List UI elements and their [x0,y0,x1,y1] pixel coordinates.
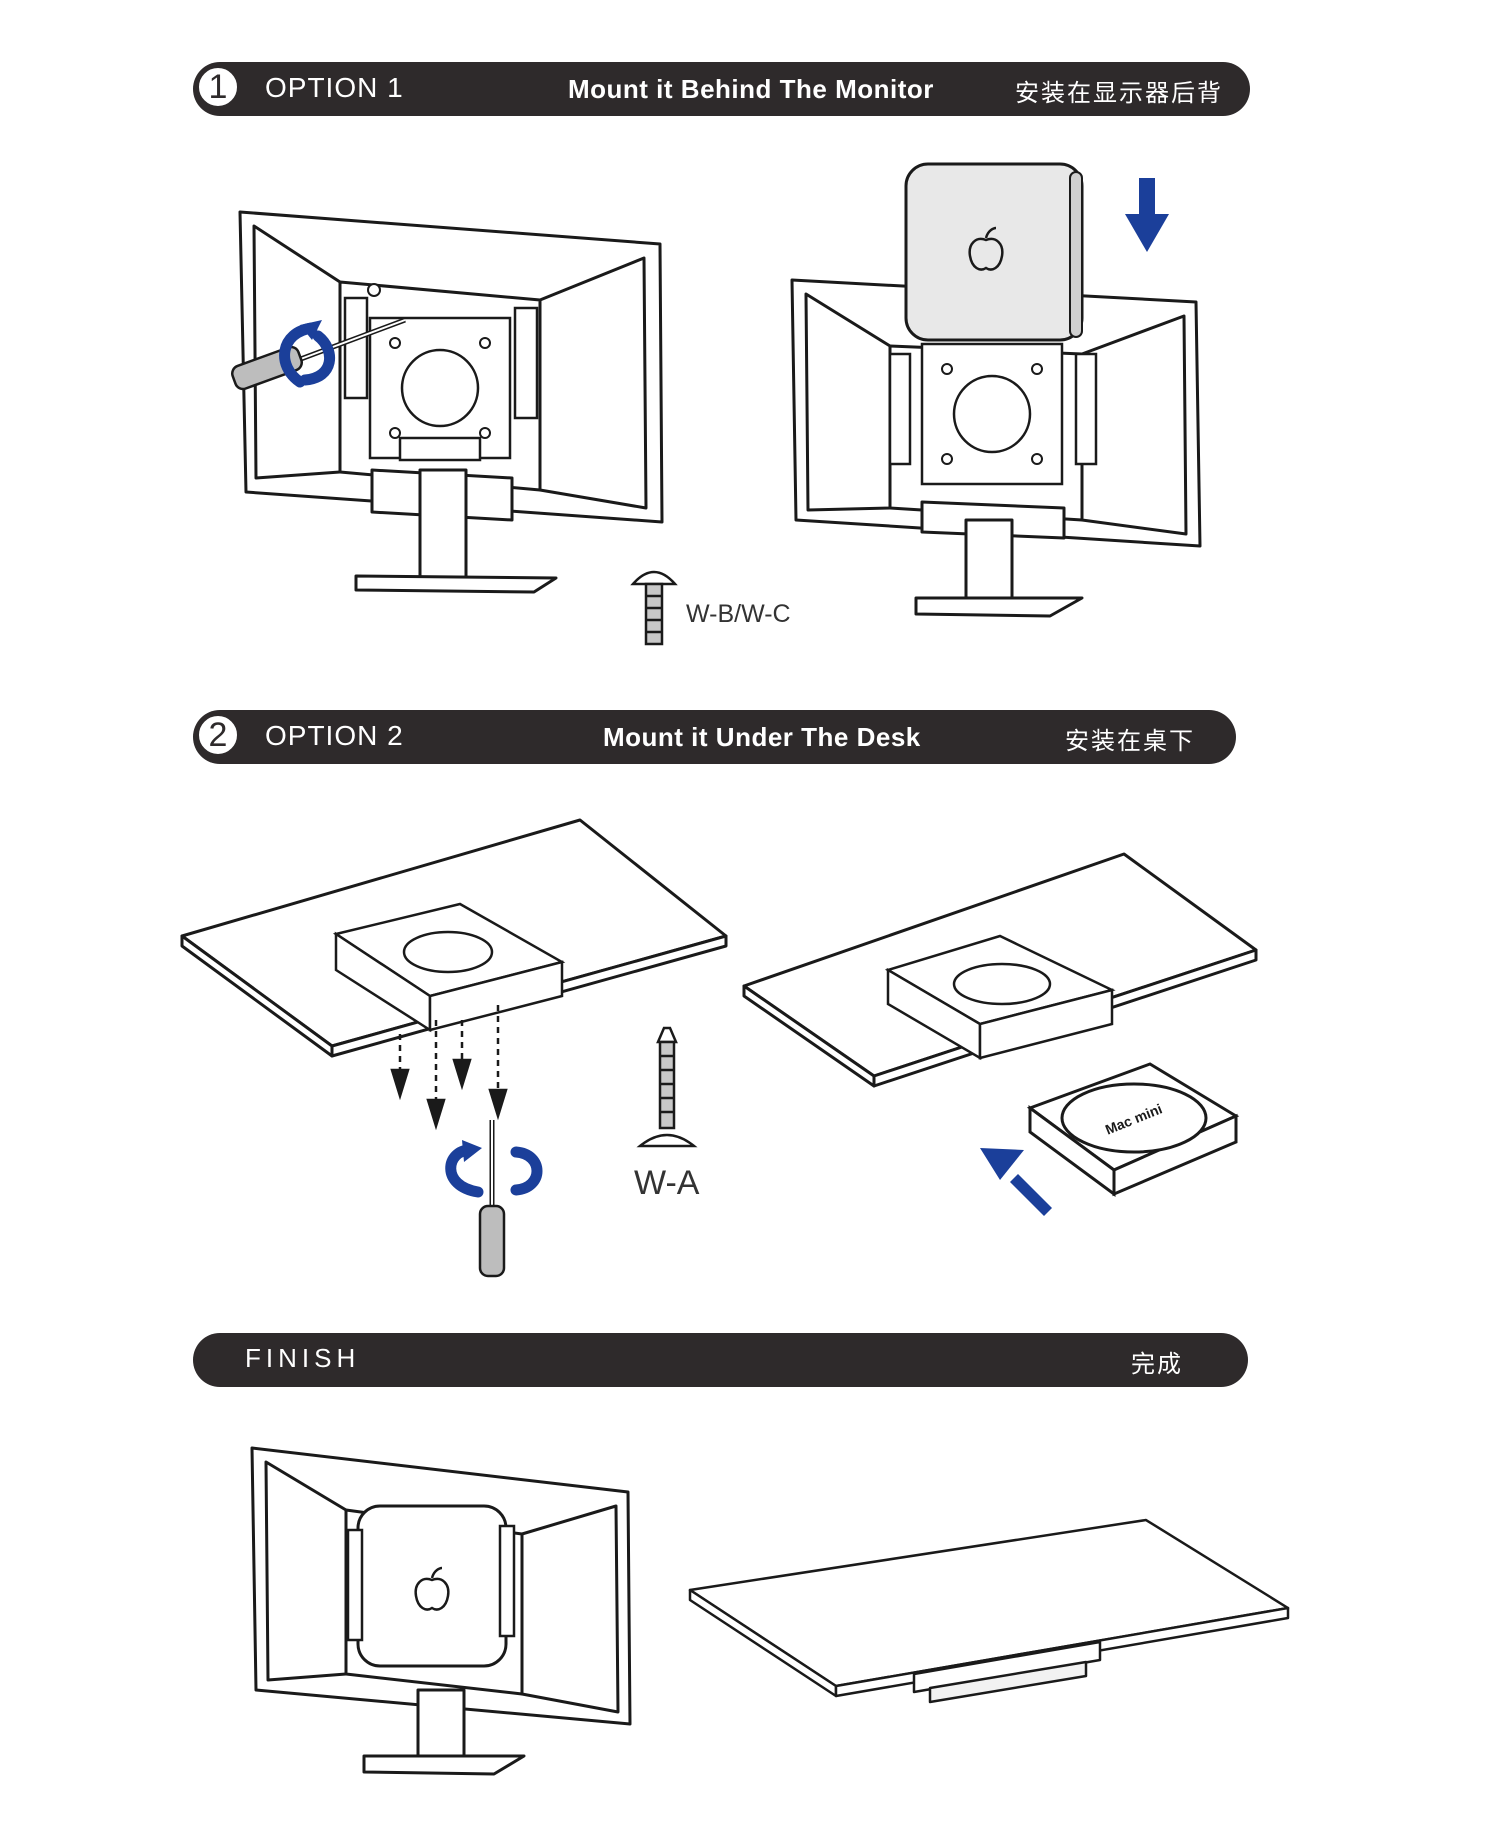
option1-banner: 1 OPTION 1 Mount it Behind The Monitor 安… [193,62,1250,116]
diagonal-arrow-icon [980,1148,1052,1216]
option2-title: Mount it Under The Desk [603,722,921,752]
option2-screw-label: W-A [634,1164,700,1202]
option2-title-cn: 安装在桌下 [1065,727,1195,755]
rotate-arrow-head [462,1140,482,1162]
finish-banner: FINISH 完成 [193,1333,1248,1387]
bracket-plate-option1 [345,298,537,460]
rotate-arrows-icon [285,328,330,382]
apple-logo-icon [416,1568,449,1610]
finish-label-cn: 完成 [1131,1350,1183,1378]
mac-mini-device [1030,1064,1236,1194]
rotate-arrow-head [300,320,322,340]
option1-title-cn: 安装在显示器后背 [1015,79,1223,107]
screws-under-desk [392,1005,506,1126]
bracket-under-desk-right [888,936,1112,1058]
option2-label: OPTION 2 [265,720,404,751]
option1-step-number: 1 [196,65,240,109]
bracket-under-desk-left [336,904,562,1030]
screw-icon [633,572,675,644]
mac-mini-device [348,1506,514,1666]
option1-label: OPTION 1 [265,72,404,103]
screwdriver-icon [480,1120,504,1276]
mac-mini-device [906,164,1082,340]
apple-logo-icon [970,228,1003,270]
option1-title: Mount it Behind The Monitor [568,74,934,104]
option1-screw-label: W-B/W-C [686,600,791,628]
bracket-plate-option1-right [890,342,1096,486]
screw-icon [640,1028,694,1146]
finish-label: FINISH [245,1343,361,1373]
option2-step-number: 2 [196,713,240,757]
option2-banner: 2 OPTION 2 Mount it Under The Desk 安装在桌下 [193,710,1236,764]
desk-finished [690,1520,1288,1702]
down-arrow-icon [1125,178,1169,252]
